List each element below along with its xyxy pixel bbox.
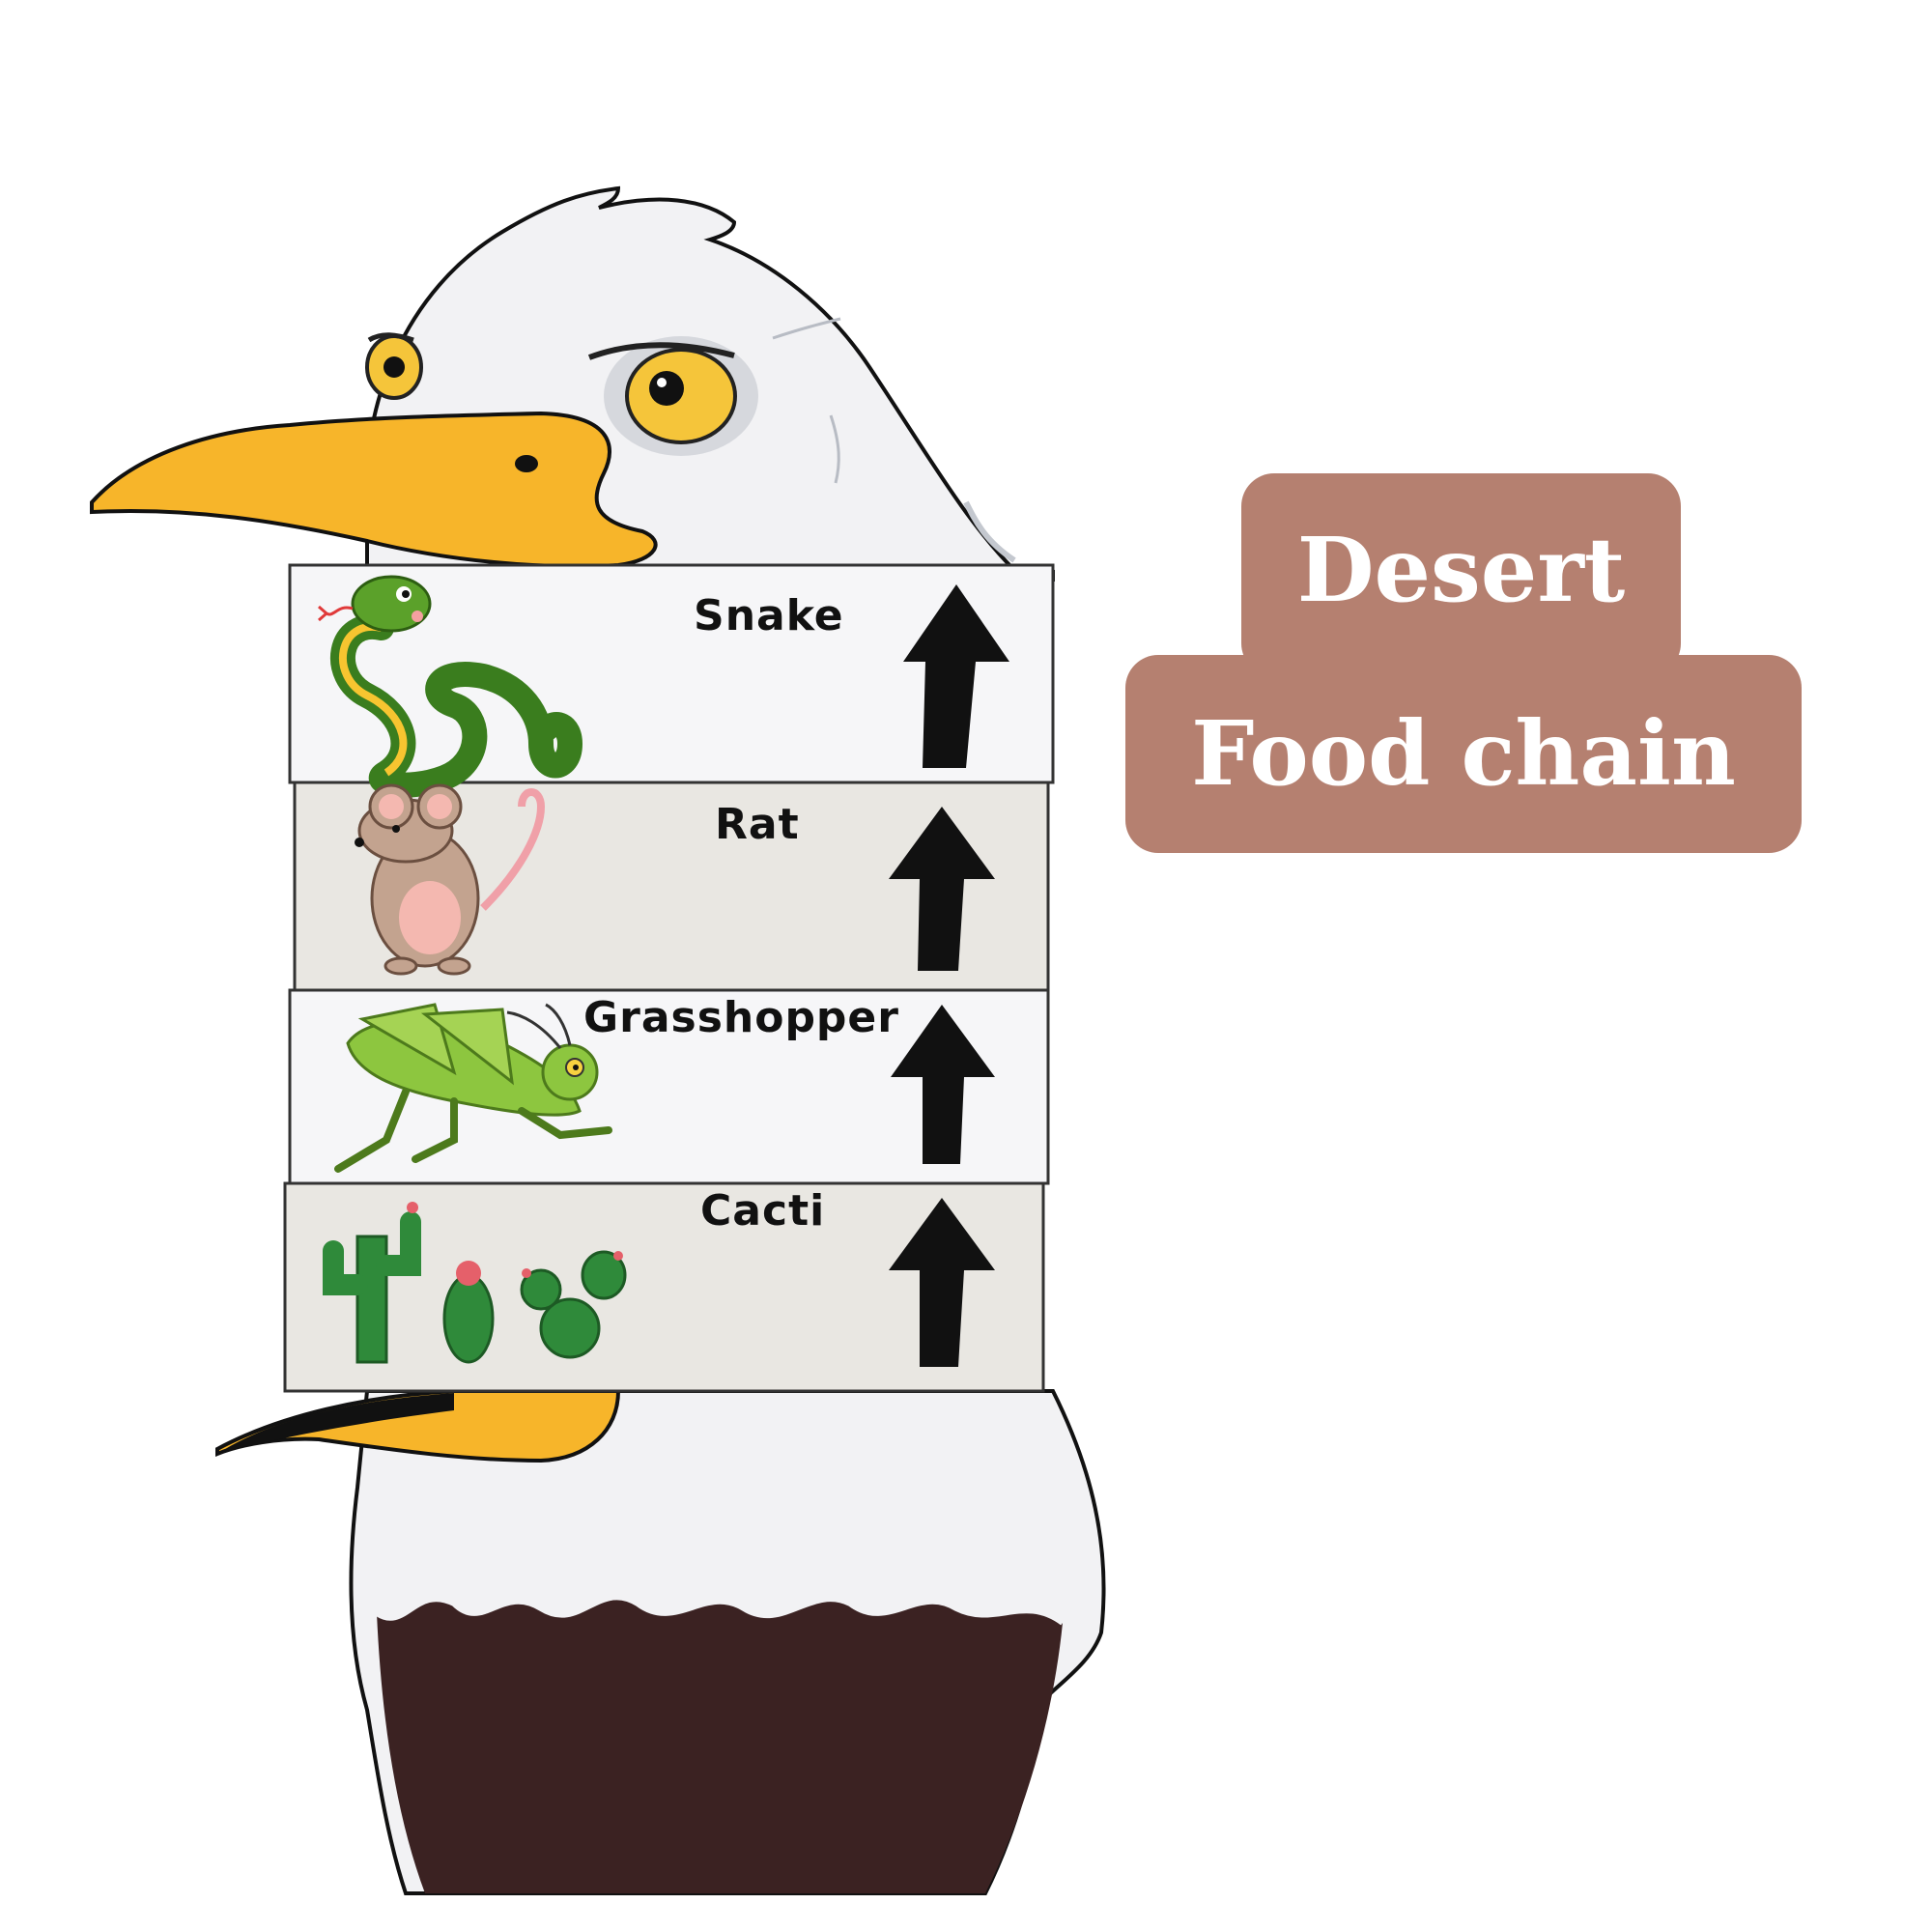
- eagle-upper-beak: [90, 411, 658, 569]
- level-label-grasshopper: Grasshopper: [583, 993, 899, 1042]
- level-label-rat: Rat: [715, 800, 800, 849]
- up-arrow-icon: [889, 584, 1009, 1367]
- snake-icon: [318, 575, 583, 798]
- eagle-lower-beak: [215, 1389, 621, 1463]
- cacti-icon: [323, 1202, 627, 1364]
- eagle-lower: [215, 1389, 1106, 1895]
- title-line1: Desert: [1296, 518, 1626, 622]
- title-line2: Food chain: [1191, 701, 1736, 806]
- eagle-dark-feathers: [377, 1597, 1063, 1893]
- rat-icon: [355, 783, 546, 976]
- level-label-cacti: Cacti: [700, 1186, 826, 1236]
- title-line1-box: Desert: [1241, 473, 1681, 676]
- eagle-icon: [90, 185, 1055, 583]
- title-line2-box: Food chain: [1125, 655, 1802, 853]
- grasshopper-icon: [334, 1003, 612, 1173]
- level-label-snake: Snake: [694, 591, 844, 640]
